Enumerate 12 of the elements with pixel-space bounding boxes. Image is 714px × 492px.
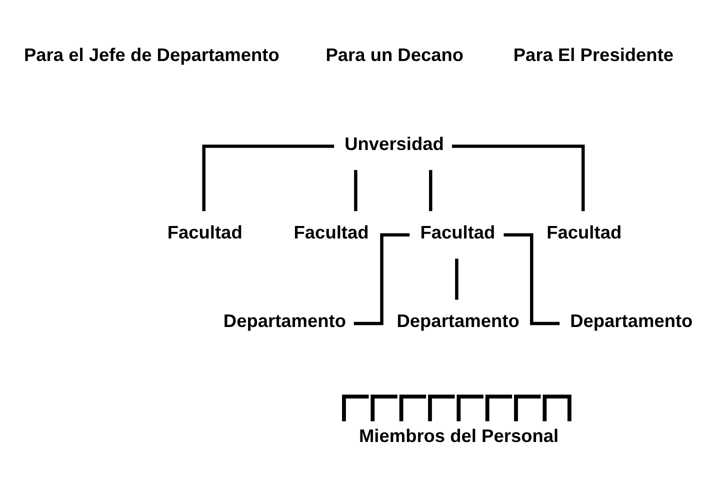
node-text: Facultad <box>294 221 369 242</box>
label: Para el Jefe de Departamento <box>24 44 280 66</box>
node-text: Unversidad <box>344 132 444 154</box>
label: Para un Decano <box>326 44 464 66</box>
label: Para El Presidente <box>513 44 674 66</box>
node-text: Facultad <box>167 221 242 242</box>
node-text: Facultad <box>420 221 496 242</box>
node-text: Departamento <box>570 310 693 332</box>
node-text: Departamento <box>396 310 520 332</box>
node-text: Departamento <box>223 310 346 332</box>
node-text: Facultad <box>546 221 622 242</box>
node-text: Miembros del Personal <box>358 424 559 446</box>
